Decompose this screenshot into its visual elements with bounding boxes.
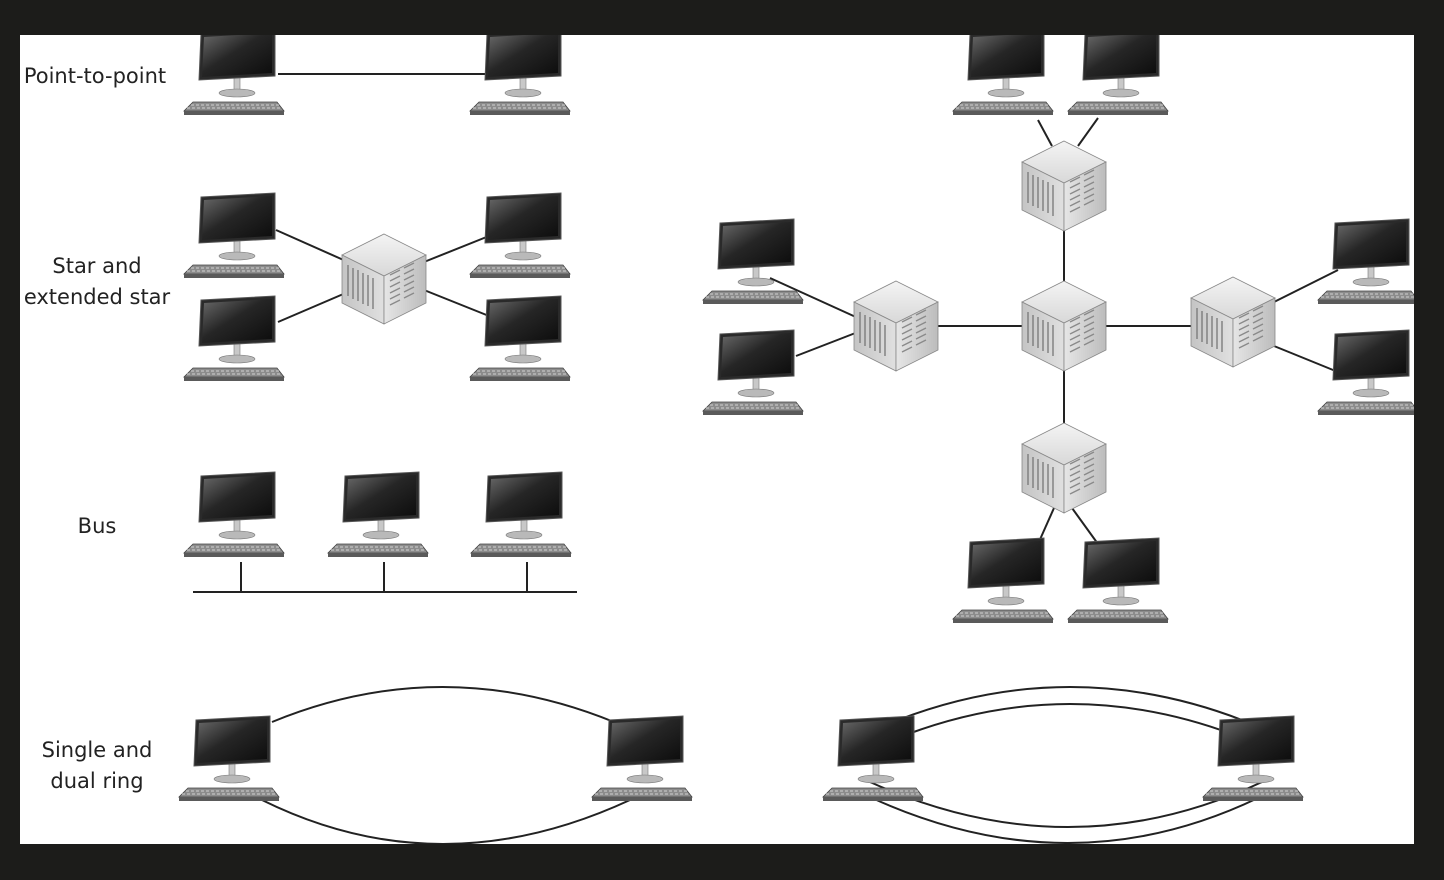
link-ext-top-pc1: [1037, 119, 1053, 147]
computer-icon: [822, 715, 924, 802]
label-point-to-point: Point-to-point: [23, 64, 167, 88]
link-star-tl: [275, 229, 349, 263]
label-ring-line1: Single and: [41, 738, 153, 762]
hub-icon: [1190, 276, 1276, 368]
label-star: Star and extended star: [20, 251, 174, 313]
hub-icon: [1021, 140, 1107, 232]
computer-icon: [183, 35, 285, 116]
dual-ring-inner-top-arc: [907, 703, 1233, 735]
topology-diagram-canvas: Point-to-point Star and extended star Bu…: [20, 35, 1414, 844]
computer-icon: [183, 471, 285, 558]
computers: [178, 35, 1414, 802]
dual-ring-outer-bottom-arc: [871, 797, 1259, 844]
link-ext-bottom-pc2: [1071, 507, 1099, 545]
single-ring-top-arc: [271, 686, 615, 723]
topology-diagram: [178, 35, 1414, 844]
label-star-line1: Star and: [52, 254, 142, 278]
computer-icon: [178, 715, 280, 802]
computer-icon: [327, 471, 429, 558]
link-star-br: [423, 289, 495, 319]
link-ext-right-pc2: [1273, 345, 1339, 373]
network-links: [193, 73, 1339, 844]
computer-icon: [1317, 218, 1414, 305]
single-ring-bottom-arc: [261, 799, 631, 844]
link-ext-top-pc2: [1077, 117, 1099, 147]
computer-icon: [470, 471, 572, 558]
computer-icon: [183, 295, 285, 382]
label-star-line2: extended star: [23, 285, 171, 309]
computer-icon: [952, 537, 1054, 624]
computer-icon: [702, 329, 804, 416]
link-ext-left-pc2: [795, 331, 859, 357]
hub-icon: [341, 233, 427, 325]
label-ring-line2: dual ring: [50, 769, 144, 793]
computer-icon: [469, 295, 571, 382]
computer-icon: [469, 192, 571, 279]
computer-icon: [469, 35, 571, 116]
computer-icon: [1067, 537, 1169, 624]
hub-icon: [1021, 280, 1107, 372]
computer-icon: [183, 192, 285, 279]
computer-icon: [1067, 35, 1169, 116]
dual-ring-outer-top-arc: [897, 686, 1243, 721]
hub-icon: [853, 280, 939, 372]
computer-icon: [1317, 329, 1414, 416]
dual-ring-inner-bottom-arc: [869, 781, 1263, 828]
hub-icon: [1021, 422, 1107, 514]
computer-icon: [702, 218, 804, 305]
link-star-tr: [423, 233, 495, 263]
computer-icon: [591, 715, 693, 802]
link-star-bl: [277, 291, 349, 323]
link-ext-left-pc1: [769, 277, 859, 319]
label-ring: Single and dual ring: [20, 735, 174, 797]
label-bus: Bus: [77, 514, 117, 538]
computer-icon: [952, 35, 1054, 116]
link-ext-right-pc1: [1273, 269, 1339, 303]
